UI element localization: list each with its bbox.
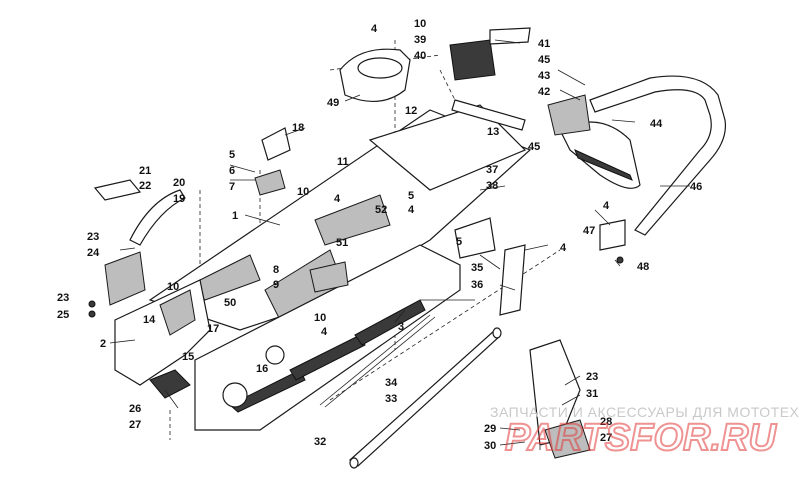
callout-38: 38: [486, 180, 498, 192]
callout-4: 4: [321, 326, 328, 338]
watermark-logo: PARTSFOR.RU: [505, 417, 777, 459]
callout-4: 4: [560, 242, 567, 254]
callout-9: 9: [273, 279, 279, 291]
leader-lines: [109, 39, 690, 446]
watermark-tagline: ЗАПЧАСТИ И АКСЕССУАРЫ ДЛЯ МОТОТЕХНИКИ: [490, 404, 800, 420]
callout-10: 10: [314, 312, 326, 324]
callout-5: 5: [408, 190, 414, 202]
callout-8: 8: [273, 264, 279, 276]
callout-4: 4: [334, 193, 341, 205]
callout-10: 10: [297, 186, 309, 198]
callout-27: 27: [129, 419, 141, 431]
callout-20: 20: [173, 177, 185, 189]
callout-35: 35: [471, 262, 483, 274]
callout-11: 11: [337, 156, 349, 168]
callout-29: 29: [484, 423, 496, 435]
rear-flap: [547, 94, 641, 189]
callout-52: 52: [375, 204, 387, 216]
callout-6: 6: [229, 165, 235, 177]
rear-crossbar: [451, 99, 526, 131]
callout-31: 31: [586, 388, 598, 400]
callout-10: 10: [167, 281, 179, 293]
seat-base: [339, 48, 411, 103]
small-parts: [88, 127, 626, 459]
callout-23: 23: [586, 371, 598, 383]
callout-32: 32: [314, 436, 326, 448]
callout-14: 14: [143, 314, 156, 326]
watermark: ЗАПЧАСТИ И АКСЕССУАРЫ ДЛЯ МОТОТЕХНИКИ PA…: [490, 404, 800, 460]
tunnel-deck: [148, 104, 532, 331]
callout-12: 12: [405, 105, 417, 117]
callout-44: 44: [650, 118, 663, 130]
callout-22: 22: [139, 180, 151, 192]
callout-51: 51: [336, 237, 348, 249]
callout-2: 2: [100, 338, 106, 350]
callout-50: 50: [224, 297, 236, 309]
callout-24: 24: [87, 247, 100, 259]
callout-23: 23: [57, 292, 69, 304]
callout-4: 4: [408, 204, 415, 216]
callout-17: 17: [207, 323, 219, 335]
callout-46: 46: [690, 181, 702, 193]
callout-23: 23: [87, 231, 99, 243]
callout-5: 5: [456, 236, 462, 248]
callout-48: 48: [637, 261, 649, 273]
front-bracket: [114, 279, 211, 386]
callout-26: 26: [129, 403, 141, 415]
callout-34: 34: [385, 377, 398, 389]
callout-43: 43: [538, 70, 550, 82]
callout-37: 37: [486, 164, 498, 176]
rail-bars: [319, 299, 502, 469]
callout-3: 3: [398, 321, 404, 333]
callout-5: 5: [229, 149, 235, 161]
callout-40: 40: [414, 50, 426, 62]
callout-27: 27: [600, 432, 612, 444]
callout-21: 21: [139, 165, 151, 177]
callout-4: 4: [371, 23, 378, 35]
callout-19: 19: [173, 193, 185, 205]
callout-25: 25: [57, 309, 69, 321]
callout-36: 36: [471, 279, 483, 291]
callout-42: 42: [538, 86, 550, 98]
callout-33: 33: [385, 393, 397, 405]
callout-1: 1: [232, 210, 238, 222]
callout-47: 47: [583, 225, 595, 237]
callout-15: 15: [182, 351, 194, 363]
callout-16: 16: [256, 363, 268, 375]
callout-45: 45: [538, 54, 550, 66]
callout-45: 45: [528, 141, 540, 153]
tunnel-side-panel: [194, 244, 461, 431]
callout-18: 18: [292, 122, 304, 134]
callout-7: 7: [229, 181, 235, 193]
callout-13: 13: [487, 126, 499, 138]
callout-49: 49: [327, 97, 339, 109]
callout-39: 39: [414, 34, 426, 46]
callout-41: 41: [538, 38, 550, 50]
callout-4: 4: [603, 200, 610, 212]
top-bracket: [449, 27, 531, 81]
rear-bumper: [589, 75, 727, 236]
callout-10: 10: [414, 18, 426, 30]
callout-labels: 1 2 3 4 4 4 4 4 4 5 5 5 6 7 8 9 10 10 10…: [57, 18, 702, 452]
callout-28: 28: [600, 416, 612, 428]
callout-30: 30: [484, 440, 496, 452]
